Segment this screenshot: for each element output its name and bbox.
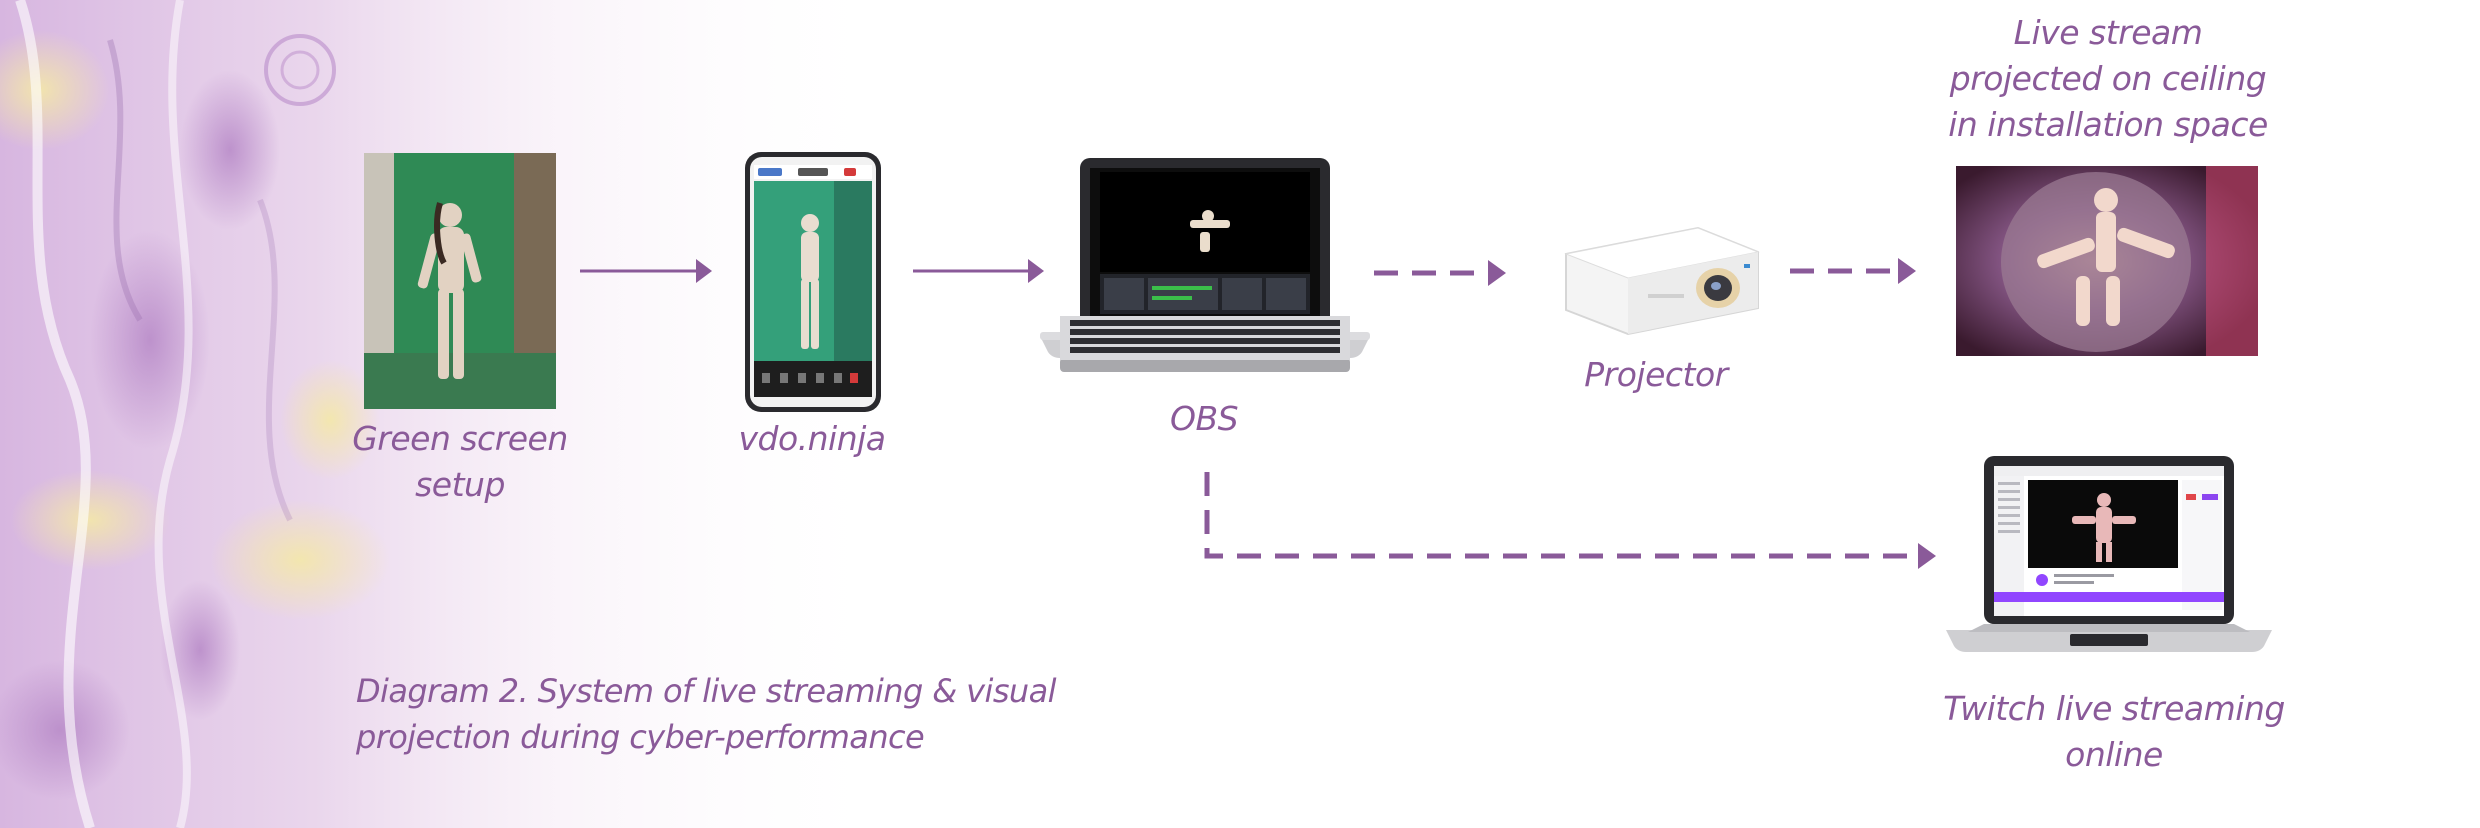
arrowhead-phone [696, 259, 712, 283]
label-twitch-line1: Twitch live streaming [1943, 689, 2285, 728]
label-vdo-ninja: vdo.ninja [738, 419, 886, 458]
label-ceiling-line3: in installation space [1948, 105, 2268, 144]
label-twitch-line2: online [2065, 735, 2163, 774]
caption-line1: Diagram 2. System of live streaming & vi… [356, 672, 1056, 710]
label-ceiling: Live stream projected on ceiling in inst… [1920, 10, 2296, 148]
laptop-icon-twitch [1946, 456, 2272, 652]
caption-line2: projection during cyber-performance [356, 718, 925, 756]
label-twitch: Twitch live streaming online [1926, 686, 2302, 778]
arrowhead-twitch [1918, 543, 1936, 569]
smartphone-icon [745, 152, 881, 412]
label-green-screen-line1: Green screen [352, 419, 568, 458]
arrowhead-ceiling [1898, 258, 1916, 284]
label-ceiling-line1: Live stream [2013, 13, 2203, 52]
label-green-screen-line2: setup [415, 465, 505, 504]
arrow-obs-to-twitch [1204, 472, 1918, 559]
projector-icon [1564, 226, 1760, 336]
label-obs: OBS [1169, 399, 1239, 438]
arrowhead-obs [1028, 259, 1044, 283]
projection-photo [1956, 166, 2258, 356]
label-green-screen: Green screen setup [342, 416, 578, 508]
arrowhead-projector [1488, 260, 1506, 286]
label-ceiling-line2: projected on ceiling [1949, 59, 2267, 98]
green-screen-photo [364, 153, 556, 409]
decorative-background [0, 0, 900, 828]
diagram-caption: Diagram 2. System of live streaming & vi… [356, 668, 1056, 760]
laptop-keyboard [1060, 316, 1350, 360]
label-projector: Projector [1584, 355, 1728, 394]
